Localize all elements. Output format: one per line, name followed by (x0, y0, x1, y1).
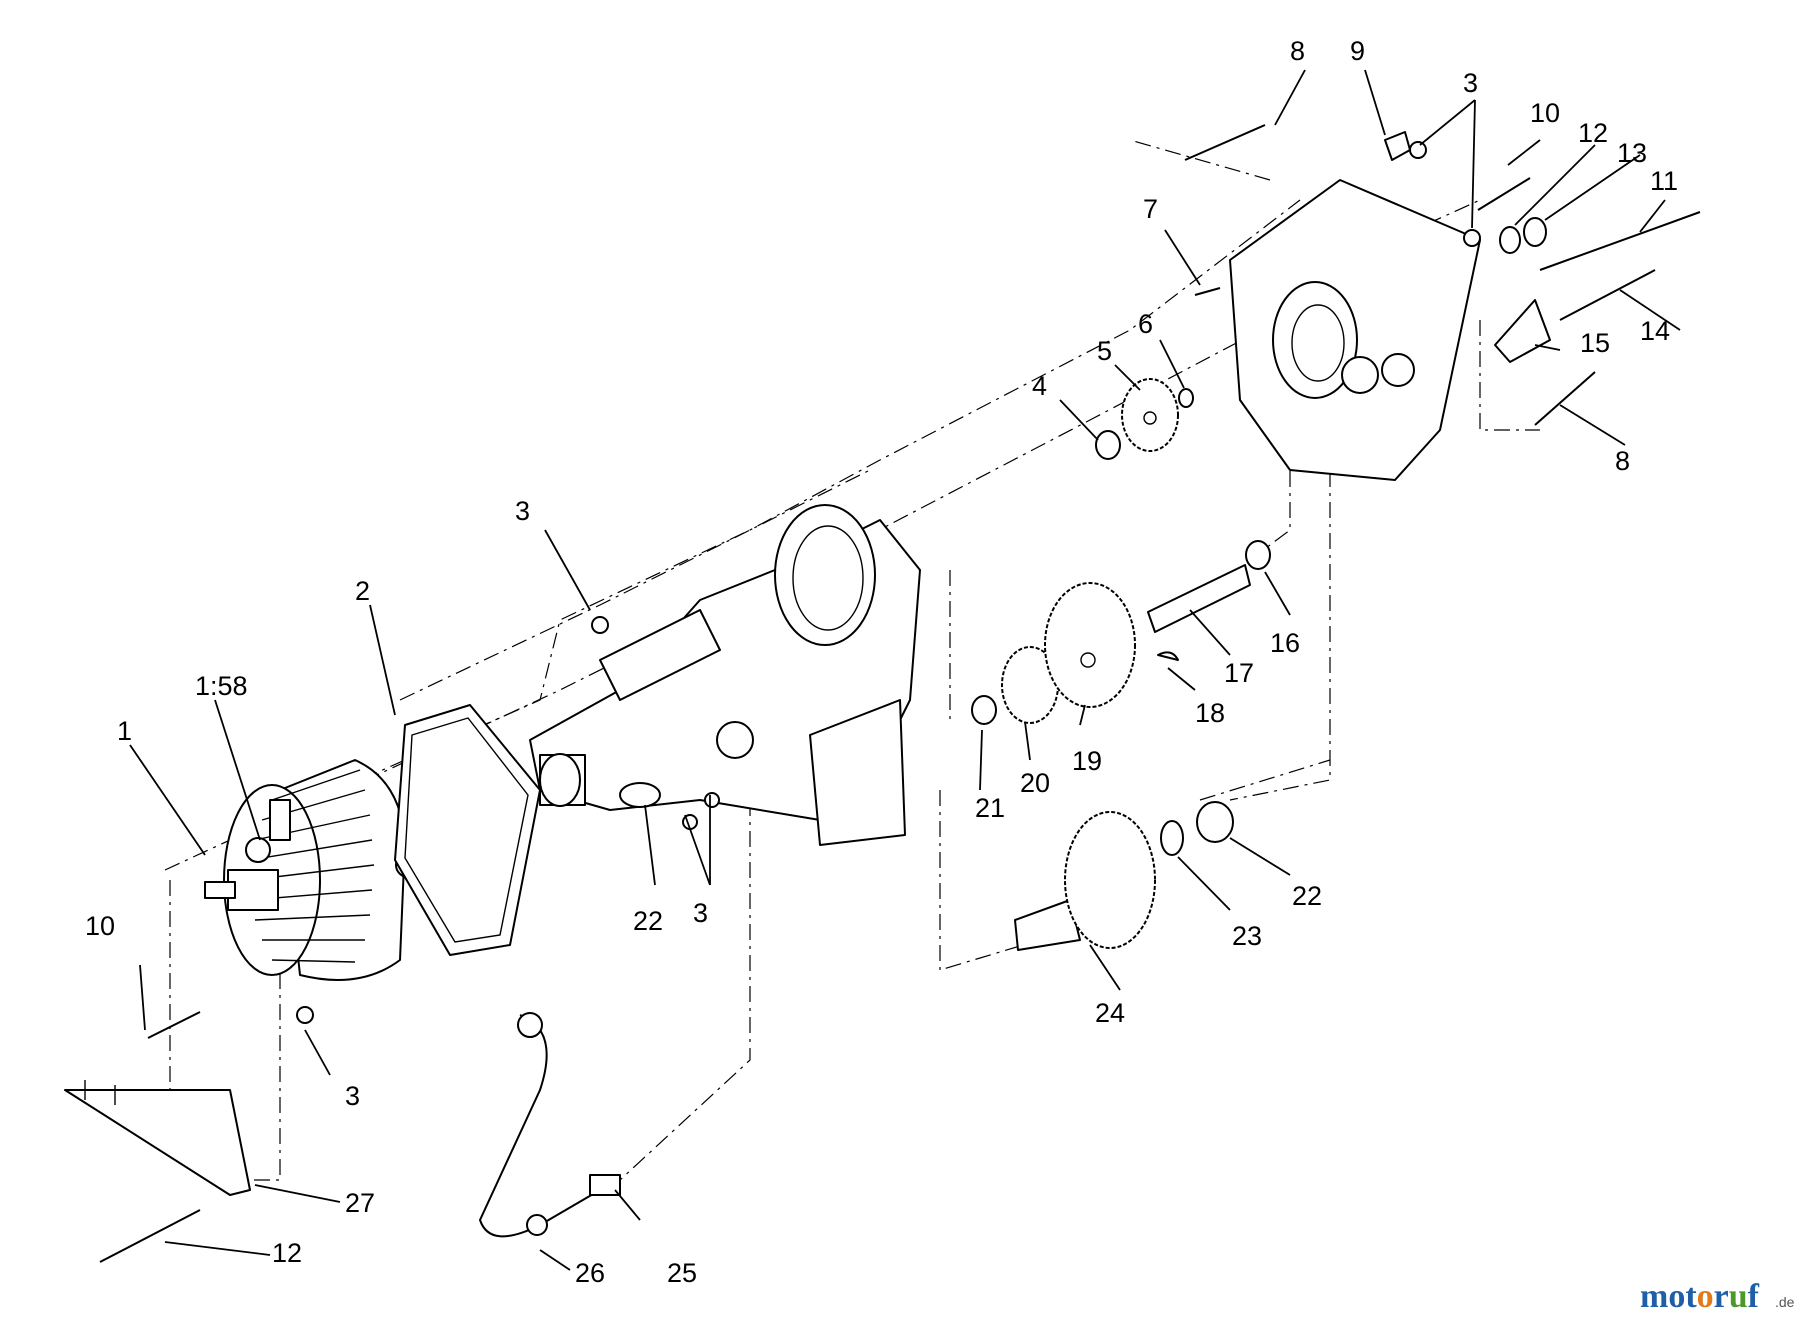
callout-26: 26 (575, 1258, 605, 1288)
callout-18: 18 (1195, 698, 1225, 728)
bushing-22-right (1196, 801, 1234, 843)
watermark-letter: o (1668, 1278, 1685, 1315)
callout-9: 9 (1350, 36, 1365, 66)
tube-26 (479, 1014, 601, 1238)
callout-10-cover: 10 (1530, 98, 1560, 128)
callout-25: 25 (667, 1258, 697, 1288)
callout-20: 20 (1020, 768, 1050, 798)
bolt-10-top (1477, 177, 1531, 211)
callout-17: 17 (1224, 658, 1254, 688)
callout-1: 1 (117, 716, 132, 746)
bolt-8-bottom (1534, 371, 1596, 426)
callout-3-cover: 3 (1463, 68, 1478, 98)
fitting-25 (589, 1174, 621, 1196)
callout-11: 11 (1650, 166, 1678, 196)
callout-7: 7 (1143, 194, 1158, 224)
bolt-12-bottom (99, 1209, 201, 1263)
hydro-pump-assembly (204, 759, 421, 981)
bolt-11 (1539, 211, 1701, 271)
watermark-letter: u (1729, 1278, 1748, 1315)
callout-3-pump: 3 (345, 1081, 360, 1111)
washer-16 (1245, 540, 1271, 570)
watermark-letter: o (1697, 1278, 1714, 1315)
callout-22-right: 22 (1292, 881, 1322, 911)
washer-23 (1160, 820, 1184, 856)
spacer-4 (1095, 430, 1121, 460)
callout-12-cover: 12 (1578, 118, 1608, 148)
callout-5: 5 (1097, 336, 1112, 366)
callout-27: 27 (345, 1188, 375, 1218)
bolt-10-pump (147, 1011, 201, 1039)
bushing-22-left (619, 782, 661, 808)
watermark-suffix: .de (1775, 1294, 1795, 1310)
callout-4: 4 (1032, 371, 1047, 401)
callout-3-housing: 3 (515, 496, 530, 526)
callout-13: 13 (1617, 138, 1647, 168)
transmission-housing (529, 504, 921, 846)
callout-10-pump: 10 (85, 911, 115, 941)
watermark-letter: f (1748, 1278, 1760, 1315)
key-18 (1157, 651, 1179, 661)
callout-6: 6 (1138, 309, 1153, 339)
bracket-15 (1494, 299, 1551, 363)
callout-14: 14 (1640, 316, 1670, 346)
motoruf-watermark-logo: motoruf .de (1640, 1278, 1795, 1315)
bolt-7 (1194, 287, 1221, 296)
side-cover (1229, 179, 1481, 481)
callout-labels: 1 1:58 2 3 3 3 3 4 5 6 7 8 8 9 10 10 11 … (85, 36, 1678, 1288)
callout-1-58: 1:58 (195, 671, 248, 701)
callout-19: 19 (1072, 746, 1102, 776)
bracket-27 (64, 1089, 251, 1196)
nut-3-top (591, 616, 609, 634)
watermark-letter: r (1714, 1278, 1729, 1315)
callout-8-top: 8 (1290, 36, 1305, 66)
shaft-17 (1147, 564, 1251, 633)
clip-9 (1384, 131, 1411, 161)
spacer-21 (971, 695, 997, 725)
callout-8-bottom: 8 (1615, 446, 1630, 476)
watermark-letter: m (1640, 1278, 1668, 1315)
callout-15: 15 (1580, 328, 1610, 358)
ring-6 (1178, 388, 1194, 408)
nut-3-cover-a (1409, 141, 1427, 159)
gear-24 (1064, 811, 1156, 949)
callout-22-left: 22 (633, 906, 663, 936)
leader-lines (129, 69, 1681, 1271)
gear-19 (1044, 582, 1136, 708)
svg-text:motoruf: motoruf (1640, 1278, 1760, 1315)
callout-12-bottom: 12 (272, 1238, 302, 1268)
callout-2: 2 (355, 576, 370, 606)
bolt-14 (1559, 269, 1656, 321)
callout-21: 21 (975, 793, 1005, 823)
nut-3-cover-b (1463, 229, 1481, 247)
nut-3-lower-b (704, 792, 720, 808)
shaft-24 (1014, 899, 1081, 951)
callout-23: 23 (1232, 921, 1262, 951)
washer-12 (1499, 226, 1521, 254)
callout-3-lower: 3 (693, 898, 708, 928)
bolt-8-top (1184, 124, 1266, 161)
watermark-letter: t (1685, 1278, 1697, 1315)
callout-16: 16 (1270, 628, 1300, 658)
callout-24: 24 (1095, 998, 1125, 1028)
nut-3-pump (296, 1006, 314, 1024)
seal-13 (1523, 217, 1547, 247)
